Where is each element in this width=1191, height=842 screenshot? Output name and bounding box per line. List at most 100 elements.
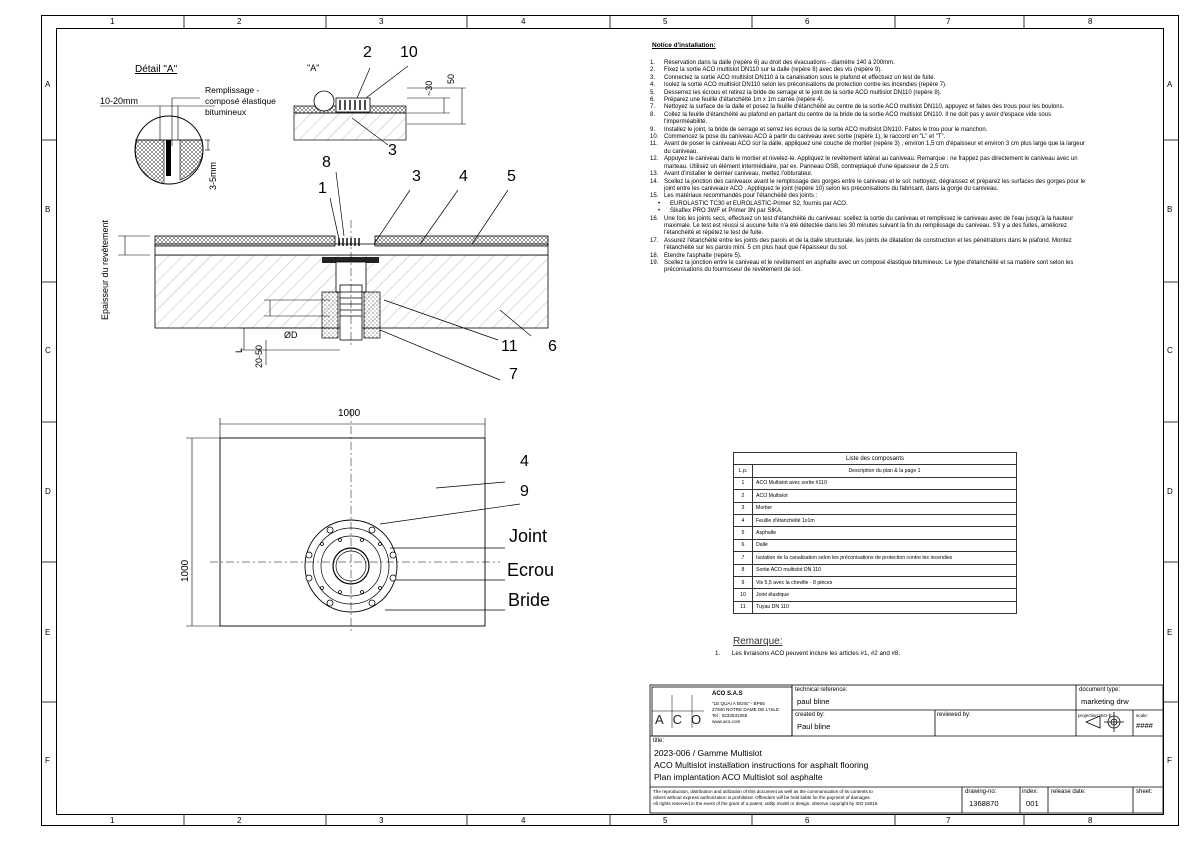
section-thickness-label: Epaisseur du revêtement (100, 219, 110, 320)
notice-step: 10. Commencez la pose du caniveau ACO à p… (650, 134, 1090, 141)
notice-step-text: Isolez la sortie ACO multislot DN110 sel… (664, 82, 947, 89)
notice-title: Notice d'installation: (652, 42, 716, 49)
notice-step-text: Avant de poser le caniveau ACO sur la da… (664, 141, 1085, 155)
tb-doc-type-label: document type: (1079, 687, 1121, 693)
tb-title-3: Plan implantation ACO Multislot sol asph… (654, 772, 823, 782)
tb-index-value: 001 (1026, 799, 1039, 808)
notice-step-number: 5. (650, 89, 656, 96)
notice-step-number: 7. (650, 104, 656, 111)
section-ref-4: 4 (459, 168, 468, 185)
main-section-view (118, 171, 549, 381)
notice-step-text: Collez la feuille d'étanchéité au plafon… (664, 111, 1052, 126)
top-section-view (293, 65, 466, 146)
tb-web: www.aco.com (712, 719, 741, 724)
notice-step-text: Une fois les joints secs, effectuez un t… (664, 215, 1074, 237)
notice-step: 6.Préparez une feuille d'étanchéité 1m x… (650, 97, 1090, 104)
grid-col-3: 3 (379, 17, 384, 26)
grid-row-e-right: E (1167, 628, 1173, 637)
grid-col-4: 4 (521, 17, 526, 26)
tb-title-1: 2023-006 / Gamme Multislot (654, 748, 762, 758)
notice-step: 18.Etendre l'asphalte (repère 5). (650, 253, 1090, 260)
tb-scale-value: #### (1136, 721, 1153, 730)
tb-index-label: index: (1022, 789, 1039, 795)
grid-row-a-right: A (1167, 80, 1173, 89)
component-lp: 7 (733, 551, 753, 565)
plan-ecrou-label: Ecrou (507, 560, 555, 580)
notice-step-number: 16. (650, 215, 659, 222)
components-table: Liste des composants L.p. Description du… (733, 451, 1017, 615)
notice-steps: 1.Réservation dans la dalle (repère 6) a… (650, 60, 1090, 275)
notice-step-text: Scellez la jonction entre le caniveau et… (664, 259, 1074, 274)
components-title: Liste des composants (733, 451, 1017, 466)
notice-step: 1.Réservation dans la dalle (repère 6) a… (650, 60, 1090, 67)
notice-step-number: 1. (650, 60, 656, 66)
tb-tech-ref-value: paul bline (797, 697, 830, 706)
component-lp: 11 (733, 600, 753, 615)
notice-step: 3.Connectez la sortie ACO multislot DN11… (650, 75, 1090, 82)
notice-step-text: Scellez la jonction des caniveaux avant … (664, 178, 1086, 192)
sheet-frame (41, 15, 1179, 826)
grid-row-b: B (45, 205, 51, 214)
grid-col-2: 2 (237, 17, 242, 26)
grid-col-5: 5 (663, 17, 668, 26)
notice-step: 2. Fixez la sortie ACO multislot DN110 su… (650, 67, 1090, 74)
notice-step-number: 18. (650, 252, 659, 259)
section-dim-od: ØD (284, 330, 298, 340)
notice-step: •Sikaflex PRO 3WF et Primer 3N par SIKA. (650, 208, 1090, 215)
detail-a-view (100, 97, 215, 185)
component-lp: 6 (733, 538, 753, 553)
component-lp: 9 (733, 575, 753, 590)
notice-step-number: 17. (650, 237, 659, 244)
notice-step-number: 2. (650, 67, 656, 74)
section-ref-8: 8 (322, 154, 331, 171)
tb-created-label: created by: (795, 712, 825, 718)
component-lp: 2 (733, 489, 753, 503)
grid-col-1: 1 (110, 17, 115, 26)
notice-step-number: 9. (650, 126, 656, 133)
section-dim-l: L (234, 347, 244, 353)
grid-col-4-bottom: 4 (521, 816, 526, 825)
notice-step-number: 10. (650, 134, 659, 141)
component-description: Feuille d'étanchéité 1x1m (752, 513, 1017, 528)
tb-company: ACO S.A.S (712, 691, 743, 697)
notice-step-number: 13. (650, 171, 659, 178)
notice-step-number: 4. (650, 82, 656, 89)
notice-step: 17.Assurez l'étanchéité entre les joints… (650, 238, 1090, 253)
grid-col-7-bottom: 7 (946, 816, 951, 825)
notice-step: 13. Avant d'installer le dernier caniveau… (650, 171, 1090, 178)
component-lp: 3 (733, 501, 753, 515)
detail-depth-label: 3-5mm (208, 161, 218, 190)
notice-step-number: • (658, 200, 661, 207)
tb-release-label: release date: (1051, 789, 1086, 795)
grid-row-d-right: D (1167, 487, 1173, 496)
notice-step: 14.Scellez la jonction des caniveaux ava… (650, 179, 1090, 194)
notice-step-number: 19. (650, 259, 659, 266)
notice-step-number: 8. (650, 111, 656, 118)
plan-width-label: 1000 (338, 408, 361, 419)
component-lp: 4 (733, 513, 753, 528)
notice-step-text: Préparez une feuille d'étanchéité 1m x 1… (664, 97, 825, 104)
tb-tel: Tel : 0232531055 (712, 713, 748, 718)
tb-created-value: Paul bline (797, 722, 831, 731)
notice-step: 12.Appuyez le caniveau dans le mortier e… (650, 156, 1090, 171)
section-ref-1: 1 (318, 180, 327, 197)
notice-step-text: Commencez la pose du caniveau ACO à part… (664, 134, 946, 141)
notice-step-text: Connectez la sortie ACO multislot DN110 … (664, 74, 936, 81)
detail-ref-3: 3 (388, 142, 397, 159)
notice-step-text: Fixez la sortie ACO multislot DN110 sur … (664, 67, 882, 74)
notice-step-text: Avant d'installer le dernier caniveau, m… (664, 171, 813, 178)
remark-title: Remarque: (733, 636, 783, 647)
detail-ref-2: 2 (363, 44, 372, 61)
component-description: Dalle (752, 538, 1017, 553)
component-lp: 5 (733, 526, 753, 540)
grid-col-8: 8 (1088, 17, 1093, 26)
notice-step-text: Sikaflex PRO 3WF et Primer 3N par SIKA. (670, 208, 783, 215)
notice-step-number: 15. (650, 193, 659, 200)
